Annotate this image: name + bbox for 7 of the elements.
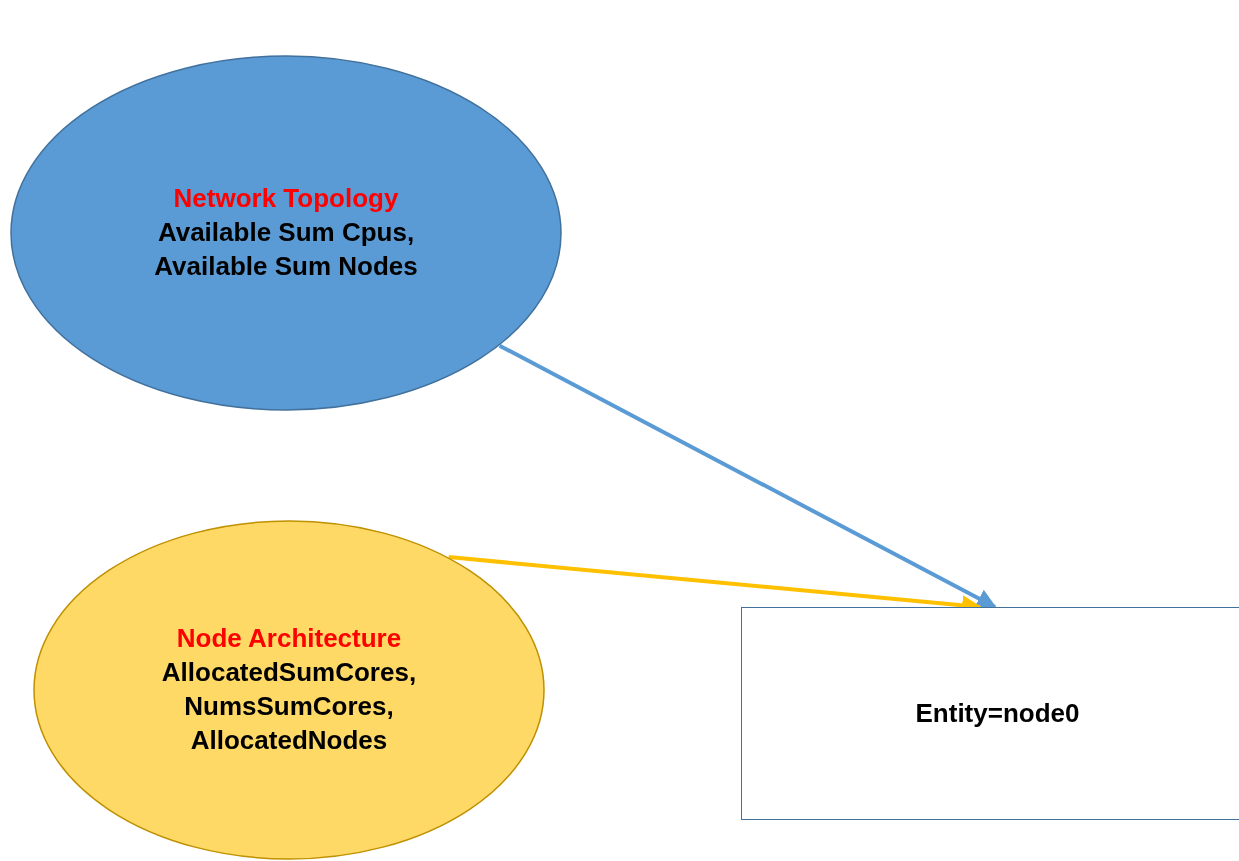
node-heading: Network Topology bbox=[173, 182, 399, 216]
node-heading: Node Architecture bbox=[176, 622, 402, 656]
arrow bbox=[498, 343, 997, 609]
node-text: AllocatedSumCores, NumsSumCores, AllocatedNodes bbox=[160, 656, 418, 757]
node-text: Available Sum Cpus, Available Sum Nodes bbox=[153, 216, 419, 283]
node-text: Entity=node0 bbox=[914, 696, 1080, 730]
entity-box bbox=[741, 607, 1239, 820]
